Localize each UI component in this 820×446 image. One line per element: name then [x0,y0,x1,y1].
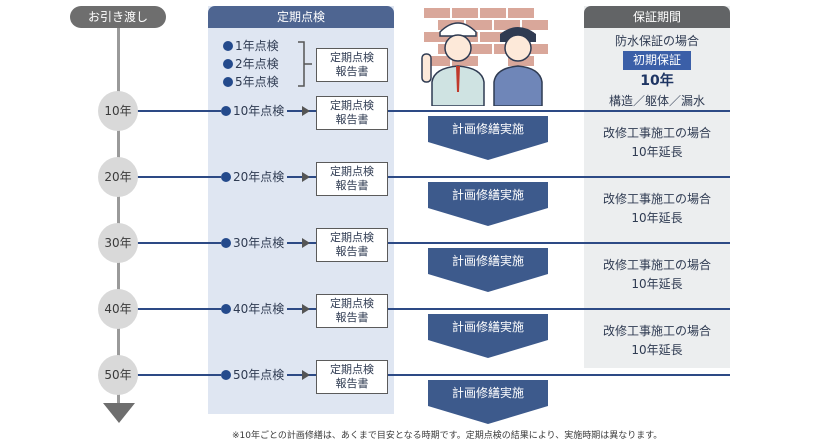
early-inspection-3: 5年点検 [223,73,279,91]
report-box: 定期点検報告書 [316,96,388,130]
dot-icon [223,41,233,51]
down-arrow-icon [428,142,548,160]
dot-icon [221,172,231,182]
play-arrow-icon [302,172,310,182]
early-inspection-1: 1年点検 [223,37,279,55]
play-arrow-icon [302,370,310,380]
play-arrow-icon [302,106,310,116]
footnote: ※10年ごとの計画修繕は、あくまで目安となる時期です。定期点検の結果により、実施… [232,431,663,441]
decade-marker: 30年 [98,223,138,263]
decade-marker: 50年 [98,355,138,395]
warranty-header: 保証期間 [584,6,730,28]
repair-arrow: 計画修繕実施 [428,182,548,226]
timeline-line [117,28,120,406]
down-arrow-icon [428,208,548,226]
repair-label: 計画修繕実施 [428,116,548,142]
repair-label: 計画修繕実施 [428,314,548,340]
repair-label: 計画修繕実施 [428,182,548,208]
decade-line [118,308,730,310]
report-box: 定期点検報告書 [316,162,388,196]
report-box: 定期点検報告書 [316,360,388,394]
down-arrow-icon [428,340,548,358]
decade-line [118,176,730,178]
repair-label: 計画修繕実施 [428,380,548,406]
decade-inspection: 20年点検 [221,168,288,186]
dot-icon [223,77,233,87]
decade-marker: 20年 [98,157,138,197]
down-arrow-icon [428,274,548,292]
warranty-initial: 防水保証の場合 初期保証 10年 構造／躯体／漏水 [584,32,730,111]
play-arrow-icon [302,238,310,248]
dot-icon [221,106,231,116]
decade-inspection: 30年点検 [221,234,288,252]
decade-inspection: 10年点検 [221,102,288,120]
handover-label: お引き渡し [70,6,166,28]
decade-line [118,110,730,112]
repair-arrow: 計画修繕実施 [428,248,548,292]
inspection-header: 定期点検 [208,6,394,28]
repair-label: 計画修繕実施 [428,248,548,274]
staff-illustration-icon [421,8,548,106]
play-arrow-icon [302,304,310,314]
warranty-initial-scope: 構造／躯体／漏水 [608,94,705,108]
decade-line [118,374,730,376]
report-box: 定期点検報告書 [316,228,388,262]
decade-inspection: 50年点検 [221,366,288,384]
early-report-box: 定期点検報告書 [316,48,388,82]
dot-icon [221,370,231,380]
decade-line [118,242,730,244]
repair-arrow: 計画修繕実施 [428,380,548,424]
decade-marker: 40年 [98,289,138,329]
report-box: 定期点検報告書 [316,294,388,328]
dot-icon [221,304,231,314]
warranty-initial-years: 10年 [640,73,674,89]
down-arrow-icon [428,406,548,424]
timeline-arrow-icon [103,403,135,423]
repair-arrow: 計画修繕実施 [428,116,548,160]
bracket-icon [298,41,312,87]
early-inspection-2: 2年点検 [223,55,279,73]
decade-inspection: 40年点検 [221,300,288,318]
initial-warranty-tag: 初期保証 [622,51,691,70]
dot-icon [221,238,231,248]
warranty-initial-heading: 防水保証の場合 [614,34,699,48]
decade-marker: 10年 [98,91,138,131]
repair-arrow: 計画修繕実施 [428,314,548,358]
dot-icon [223,59,233,69]
